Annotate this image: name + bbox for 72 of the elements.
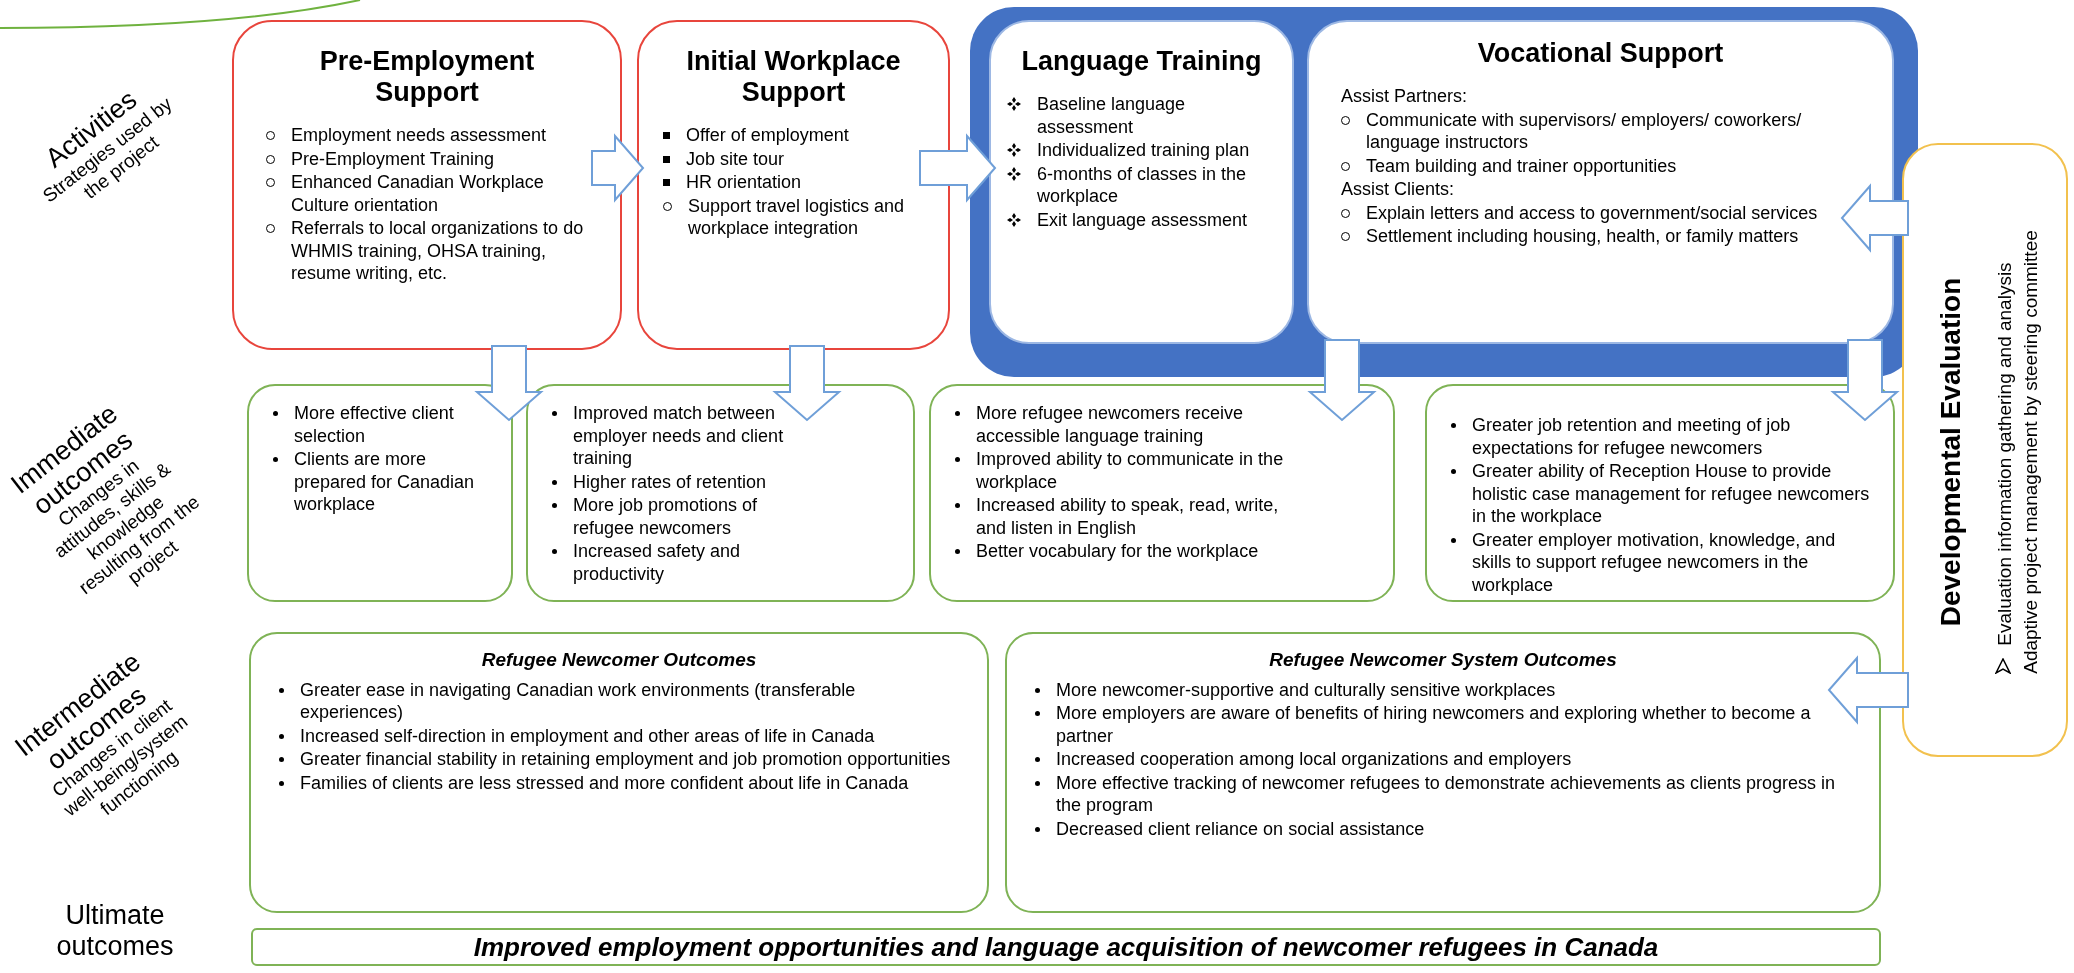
activity-box (232, 20, 622, 350)
bullet-text: Explain letters and access to government/social services (1366, 201, 1818, 225)
outcome-box (526, 384, 915, 602)
box-heading: Pre-Employment Support (318, 46, 536, 109)
block-arrow (591, 133, 645, 203)
block-arrow (1830, 339, 1900, 422)
bullet-text: More employers are aware of benefits of hiring newcomers and exploring whether to become a partner (1056, 702, 1812, 747)
bullet-text: 6-months of classes in the workplace (1037, 162, 1248, 208)
bullet-text: Baseline language assessment (1037, 93, 1187, 139)
bullet-text: Adaptive project management by steering committee (2019, 230, 2042, 674)
outcome-box (249, 632, 989, 913)
bullet-text: Enhanced Canadian Workplace Culture orientation (291, 171, 545, 217)
box-heading: Initial Workplace Support (685, 46, 902, 109)
bullet-text: Improved match between employer needs and client training (573, 402, 785, 470)
bullet-text: Greater ease in navigating Canadian work environments (transferable experiences) (300, 678, 857, 724)
outcome-box (247, 384, 513, 602)
bullet-text: Evaluation information gathering and analysis (1993, 262, 2017, 646)
activity-box (1307, 20, 1894, 344)
box-heading: Refugee Newcomer System Outcomes (1269, 648, 1617, 672)
bullet-text: More refugee newcomers receive accessible language training (976, 402, 1245, 447)
block-arrow (1307, 339, 1377, 422)
bullet-text: More job promotions of refugee newcomers (573, 494, 759, 539)
bullet-text: Improved ability to communicate in the workplace (976, 448, 1285, 493)
row-heading: Ultimate outcomes (55, 900, 175, 963)
bullet-text: Clients are more prepared for Canadian workplace (294, 448, 476, 516)
subheading-text: Assist Partners: (1341, 85, 1469, 108)
bullet-text: Exit language assessment (1037, 208, 1248, 232)
bullet-text: Greater job retention and meeting of job expectations for refugee newcomers (1472, 414, 1792, 459)
box-heading: Vocational Support (1476, 38, 1725, 70)
subheading-text: Assist Clients: (1341, 178, 1456, 201)
evaluation-box (1902, 143, 2068, 757)
bullet-text: Settlement including housing, health, or family matters (1366, 225, 1799, 248)
outcome-text: Improved employment opportunities and language acquisition of newcomer refugees in Canada (473, 930, 1659, 964)
activity-box (637, 20, 950, 350)
bullet-text: Team building and trainer opportunities (1366, 154, 1677, 178)
bullet-text: Communicate with supervisors/ employers/ coworkers/ language instructors (1366, 108, 1803, 154)
bullet-text: Higher rates of retention (573, 470, 767, 493)
bullet-text: Employment needs assessment (291, 124, 547, 147)
box-heading: Language Training (1020, 46, 1263, 78)
outcome-box (1425, 384, 1895, 602)
outcome-box (1005, 632, 1881, 913)
box-heading: Developmental Evaluation (1934, 277, 1968, 627)
bullet-text: Increased self-direction in employment and other areas of life in Canada (300, 724, 875, 747)
bullet-text: Increased cooperation among local organizations and employers (1056, 748, 1572, 771)
outcome-box (929, 384, 1395, 602)
bullet-text: Referrals to local organizations to do WHMIS training, OHSA training, resume writing, etc. (291, 217, 585, 285)
block-arrow (474, 345, 544, 422)
bullet-text: Support travel logistics and workplace integration (688, 194, 906, 240)
bullet-text: Greater financial stability in retaining employment and job promotion opportunities (300, 748, 951, 771)
bullet-text: Increased ability to speak, read, write, and listen in English (976, 494, 1280, 539)
activity-box (989, 20, 1294, 344)
bullet-text: Increased safety and productivity (573, 540, 742, 585)
block-arrow (919, 133, 997, 203)
block-arrow (1827, 655, 1909, 725)
bullet-text: More effective tracking of newcomer refugees to demonstrate achievements as clients progress in the program (1056, 771, 1837, 817)
bullet-text: Greater ability of Reception House to provide holistic case management for refugee newcomers in the workplace (1472, 460, 1871, 528)
bullet-text: Better vocabulary for the workplace (976, 540, 1259, 563)
bullet-text: Offer of employment (686, 124, 849, 147)
bullet-text: Families of clients are less stressed and more confident about life in Canada (300, 771, 909, 794)
bullet-text: More newcomer-supportive and culturally sensitive workplaces (1056, 678, 1556, 701)
bullet-text: Decreased client reliance on social assistance (1056, 817, 1425, 840)
bullet-text: Greater employer motivation, knowledge, and skills to support refugee newcomers in the workplace (1472, 528, 1837, 596)
block-arrow (1840, 183, 1909, 253)
box-heading: Refugee Newcomer Outcomes (481, 648, 757, 672)
group-panel (970, 7, 1918, 377)
block-arrow (772, 345, 842, 422)
bullet-text: More effective client selection (294, 402, 455, 447)
bullet-text: Job site tour (686, 147, 785, 171)
bullet-text: Pre-Employment Training (291, 147, 495, 171)
outcome-bar (251, 928, 1881, 966)
bullet-text: HR orientation (686, 171, 802, 194)
bullet-text: Individualized training plan (1037, 139, 1250, 162)
